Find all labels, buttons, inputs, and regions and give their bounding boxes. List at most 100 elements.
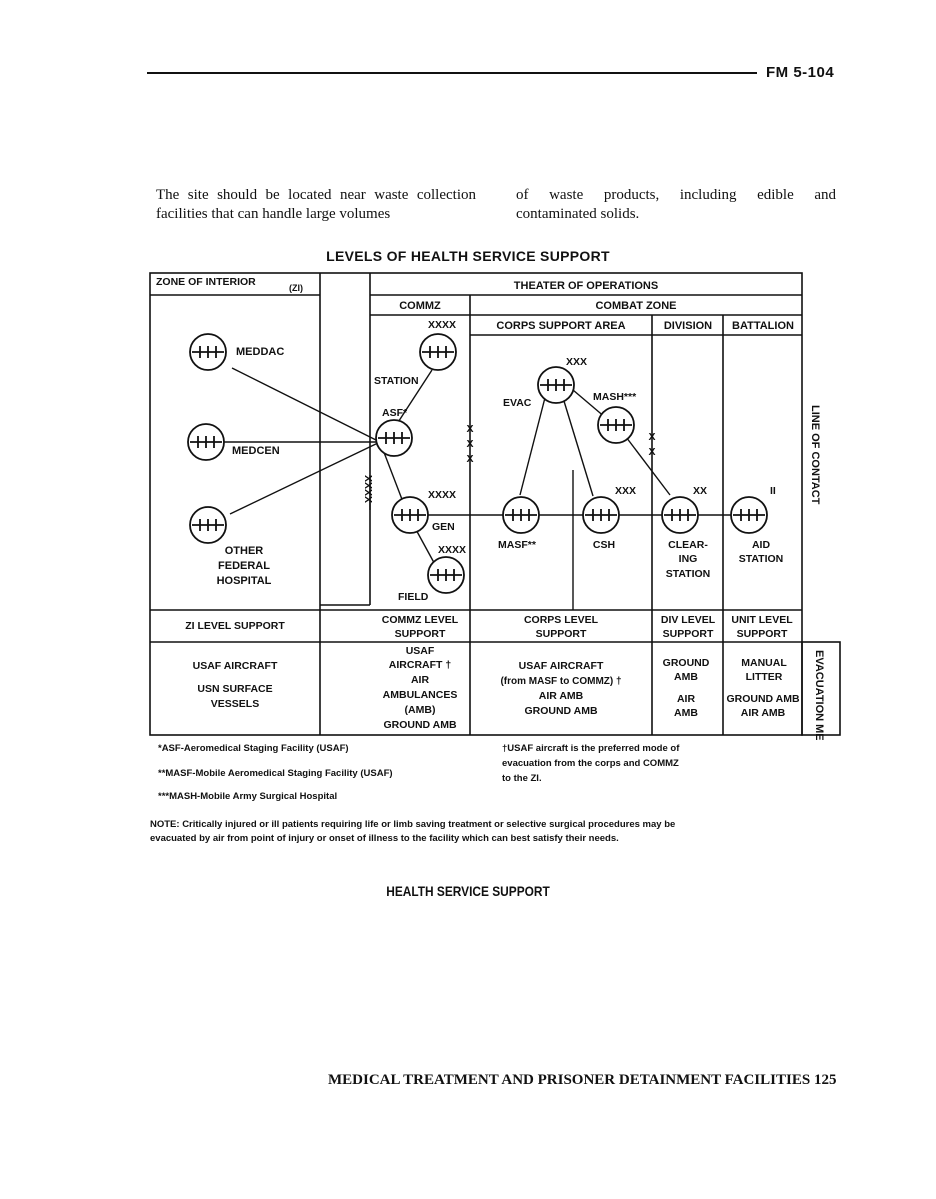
corps-support-area-label: CORPS SUPPORT AREA (496, 320, 625, 332)
corps-evac-1: USAF AIRCRAFT (519, 660, 604, 672)
echelon-x-3: X (466, 453, 473, 465)
diagram-frame (149, 272, 803, 736)
footnote-usaf-1: †USAF aircraft is the preferred mode of (502, 743, 680, 754)
meddac-icon (189, 333, 227, 371)
unit-evac-1: MANUAL (741, 657, 787, 669)
evac-label: EVAC (503, 397, 532, 409)
echelon-div: XX (693, 485, 707, 497)
theater-label: THEATER OF OPERATIONS (514, 280, 658, 292)
page-footer: MEDICAL TREATMENT AND PRISONER DETAINMEN… (328, 1072, 836, 1089)
mash-icon (597, 406, 635, 444)
unit-support-label-2: SUPPORT (737, 628, 788, 640)
div-evac-3: AIR (677, 693, 696, 705)
csh-icon (582, 496, 620, 534)
body-text-left: The site should be located near waste co… (156, 187, 476, 222)
div-evac-4: AMB (674, 707, 698, 719)
echelon-evac: XXX (566, 356, 587, 368)
field-icon (427, 556, 465, 594)
div-support-label-1: DIV LEVEL (661, 614, 716, 626)
other-label-1: OTHER (225, 545, 264, 557)
echelon-csh: XXX (615, 485, 636, 497)
field-label: FIELD (398, 591, 429, 603)
zone-of-interior-label: ZONE OF INTERIOR (156, 276, 256, 288)
clearing-icon (661, 496, 699, 534)
commz-evac-4: AMBULANCES (383, 689, 458, 701)
commz-evac-2: AIRCRAFT † (389, 659, 452, 671)
zi-support-label: ZI LEVEL SUPPORT (185, 620, 285, 632)
zi-evac-3: VESSELS (211, 698, 259, 710)
evac-icon (537, 366, 575, 404)
footnote-asf: *ASF-Aeromedical Staging Facility (USAF) (158, 743, 349, 754)
corps-evac-2: (from MASF to COMMZ) † (500, 676, 621, 687)
other-label-3: HOSPITAL (217, 575, 272, 587)
clearing-label-1: CLEAR- (668, 539, 708, 551)
evacuation-means-box (801, 641, 841, 736)
zi-evac-2: USN SURFACE (197, 683, 272, 695)
link-mash-clearing (622, 432, 671, 496)
gen-icon (391, 496, 429, 534)
div-evac-2: AMB (674, 671, 698, 683)
echelon-x-5: X (648, 446, 655, 458)
echelon-bn: II (770, 485, 776, 497)
csh-label: CSH (593, 539, 615, 551)
link-evac-mash (572, 389, 607, 419)
station-label: STATION (374, 375, 419, 387)
echelon-gen: XXXX (428, 489, 456, 501)
corps-evac-4: GROUND AMB (524, 705, 598, 717)
clearing-label-2: ING (679, 553, 698, 565)
masf-icon (502, 496, 540, 534)
echelon-x-2: X (466, 438, 473, 450)
zi-evac-1: USAF AIRCRAFT (193, 660, 278, 672)
masf-label: MASF** (498, 539, 537, 551)
unit-evac-3: GROUND AMB (726, 693, 800, 705)
combat-zone-label: COMBAT ZONE (595, 300, 676, 312)
commz-evac-1: USAF (406, 645, 435, 657)
corps-support-label-2: SUPPORT (536, 628, 587, 640)
commz-evac-6: GROUND AMB (383, 719, 457, 731)
evacuation-label: EVACUATION MEANS (813, 650, 825, 740)
echelon-commz: XXXX (428, 319, 456, 331)
figure-title: LEVELS OF HEALTH SERVICE SUPPORT (326, 248, 610, 264)
commz-label: COMMZ (399, 300, 441, 312)
corps-support-label-1: CORPS LEVEL (524, 614, 599, 626)
station-icon (419, 333, 457, 371)
echelon-field: XXXX (438, 544, 466, 556)
battalion-label: BATTALION (732, 320, 794, 332)
asf-icon (375, 419, 413, 457)
footnote-masf: **MASF-Mobile Aeromedical Staging Facili… (158, 768, 393, 779)
health-service-diagram: ZONE OF INTERIOR (ZI) THEATER OF OPERATI… (149, 272, 841, 740)
figure-caption: HEALTH SERVICE SUPPORT (386, 883, 550, 899)
commz-support-label-1: COMMZ LEVEL (382, 614, 459, 626)
footnote-mash: ***MASH-Mobile Army Surgical Hospital (158, 791, 338, 802)
echelon-x-4: X (648, 431, 655, 443)
zi-abbrev-label: (ZI) (289, 283, 303, 293)
page-number: 125 (813, 1072, 837, 1088)
link-other-asf (229, 441, 381, 515)
link-evac-masf (519, 385, 549, 496)
medcen-label: MEDCEN (232, 445, 280, 457)
commz-support-label-2: SUPPORT (395, 628, 446, 640)
line-of-contact-label: LINE OF CONTACT (809, 405, 821, 505)
unit-support-label-1: UNIT LEVEL (731, 614, 793, 626)
echelon-x-1: X (466, 423, 473, 435)
medcen-icon (187, 423, 225, 461)
mash-label: MASH*** (593, 391, 637, 403)
link-meddac-asf (231, 367, 381, 443)
footnote-usaf-3: to the ZI. (502, 773, 542, 784)
echelon-boundary: XXXX (362, 475, 374, 503)
gen-label: GEN (432, 521, 455, 533)
manual-code: FM 5-104 (766, 64, 835, 81)
aid-label-1: AID (752, 539, 771, 551)
commz-evac-3: AIR (411, 674, 430, 686)
div-evac-1: GROUND (663, 657, 710, 669)
footer-title: MEDICAL TREATMENT AND PRISONER DETAINMEN… (328, 1072, 811, 1088)
asf-label: ASF* (382, 407, 408, 419)
other-hospital-icon (189, 506, 227, 544)
clearing-label-3: STATION (666, 568, 711, 580)
unit-evac-2: LITTER (746, 671, 783, 683)
commz-evac-5: (AMB) (405, 704, 436, 716)
division-label: DIVISION (664, 320, 712, 332)
aid-label-2: STATION (739, 553, 784, 565)
other-label-2: FEDERAL (218, 560, 270, 572)
meddac-label: MEDDAC (236, 346, 284, 358)
